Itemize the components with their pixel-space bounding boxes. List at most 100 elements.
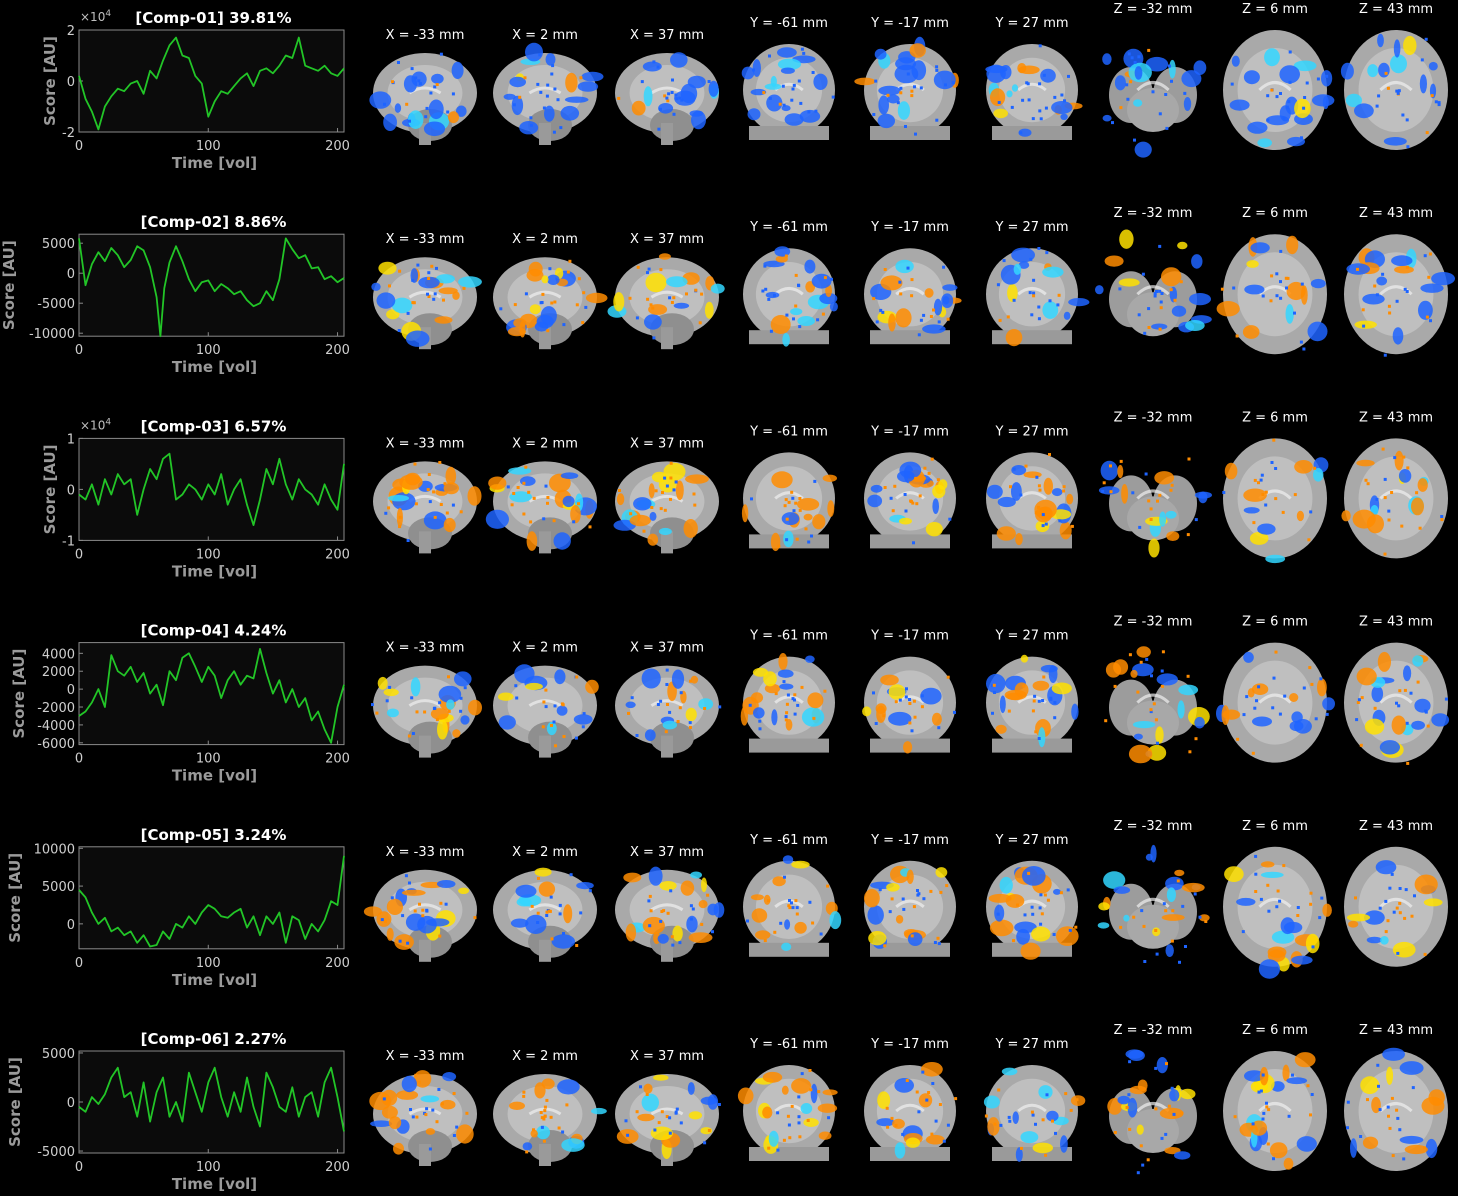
positive-activation: [396, 1090, 419, 1100]
activation-voxel: [413, 462, 417, 466]
negative-activation: [782, 855, 794, 864]
activation-voxel: [669, 889, 673, 893]
brainstem: [539, 531, 551, 554]
activation-voxel: [1113, 1131, 1117, 1134]
activation-voxel: [1140, 909, 1144, 913]
positive-activation: [1147, 744, 1167, 761]
activation-voxel: [1429, 319, 1432, 323]
positive-activation: [529, 304, 541, 315]
negative-activation: [591, 1107, 607, 1115]
x-tick-label: 200: [325, 139, 350, 154]
positive-activation: [653, 1074, 669, 1081]
activation-voxel: [909, 499, 913, 503]
positive-activation: [538, 881, 556, 897]
activation-voxel: [1032, 699, 1036, 703]
negative-activation: [774, 246, 791, 257]
activation-voxel: [1274, 467, 1278, 470]
activation-voxel: [783, 504, 787, 508]
positive-activation: [1260, 861, 1275, 868]
activation-voxel: [524, 465, 528, 469]
positive-activation: [663, 462, 686, 481]
positive-activation: [803, 513, 813, 521]
negative-activation: [765, 291, 780, 299]
activation-voxel: [1320, 896, 1324, 900]
brain-slice-x-2: X = 2 mm: [493, 641, 599, 758]
brain-slice-x-1: X = -33 mm: [371, 641, 482, 758]
y-tick-label: 0: [67, 267, 75, 282]
activation-voxel: [1311, 945, 1315, 949]
negative-activation: [519, 121, 539, 135]
negative-activation: [1134, 66, 1143, 80]
activation-voxel: [894, 700, 898, 704]
activation-voxel: [685, 292, 688, 296]
negative-activation: [1097, 922, 1110, 929]
activation-voxel: [797, 79, 801, 83]
positive-activation: [903, 741, 913, 754]
positive-activation: [468, 699, 482, 716]
negative-activation: [1046, 1110, 1059, 1122]
activation-voxel: [1386, 86, 1390, 90]
cerebellum: [749, 126, 829, 140]
activation-voxel: [879, 308, 883, 312]
positive-activation: [388, 1116, 402, 1130]
activation-voxel: [459, 696, 463, 700]
positive-activation: [440, 1099, 456, 1110]
activation-voxel: [1378, 906, 1382, 910]
negative-activation: [782, 333, 790, 347]
activation-voxel: [768, 54, 771, 58]
slice-label: Z = -32 mm: [1114, 2, 1193, 17]
negative-activation: [1321, 70, 1333, 87]
positive-activation: [672, 925, 683, 942]
activation-voxel: [1040, 912, 1044, 916]
activation-voxel: [1300, 282, 1304, 286]
negative-activation: [391, 297, 413, 314]
brain-slice-z-1: Z = -32 mm: [1098, 410, 1212, 558]
positive-activation: [386, 309, 400, 320]
ventricle: [774, 286, 804, 296]
negative-activation: [1038, 727, 1046, 748]
activation-voxel: [406, 941, 410, 945]
negative-activation: [784, 113, 804, 126]
negative-activation: [887, 94, 900, 104]
brainstem: [419, 1144, 431, 1166]
positive-activation: [1032, 1142, 1054, 1154]
negative-activation: [1071, 703, 1079, 720]
activation-voxel: [1194, 737, 1198, 741]
activation-voxel: [939, 890, 943, 894]
y-tick-label: 0: [67, 1096, 75, 1111]
cerebellum: [870, 1147, 950, 1161]
activation-voxel: [527, 490, 531, 494]
activation-voxel: [566, 270, 570, 274]
activation-voxel: [529, 520, 533, 524]
negative-activation: [1132, 721, 1156, 729]
activation-voxel: [937, 942, 941, 946]
positive-activation: [1294, 460, 1313, 474]
activation-voxel: [912, 699, 916, 703]
ventricle: [528, 1107, 562, 1116]
activation-voxel: [784, 498, 788, 502]
activation-voxel: [883, 268, 887, 271]
activation-voxel: [688, 726, 692, 729]
activation-voxel: [819, 932, 823, 936]
activation-voxel: [942, 265, 946, 269]
white-matter: [629, 473, 705, 530]
activation-voxel: [552, 130, 556, 134]
ventricle: [528, 290, 562, 299]
activation-voxel: [991, 711, 994, 715]
activation-voxel: [1046, 898, 1050, 902]
activation-voxel: [1024, 464, 1028, 468]
activation-voxel: [1257, 1090, 1261, 1094]
activation-voxel: [671, 943, 675, 947]
negative-activation: [1378, 62, 1390, 78]
negative-activation: [545, 53, 556, 66]
activation-voxel: [1052, 933, 1056, 936]
activation-voxel: [433, 85, 437, 89]
activation-voxel: [553, 300, 557, 304]
negative-activation: [1310, 278, 1326, 289]
activation-voxel: [1259, 1089, 1263, 1093]
activation-voxel: [1113, 684, 1117, 688]
activation-voxel: [645, 1093, 649, 1096]
activation-voxel: [1165, 1062, 1168, 1066]
